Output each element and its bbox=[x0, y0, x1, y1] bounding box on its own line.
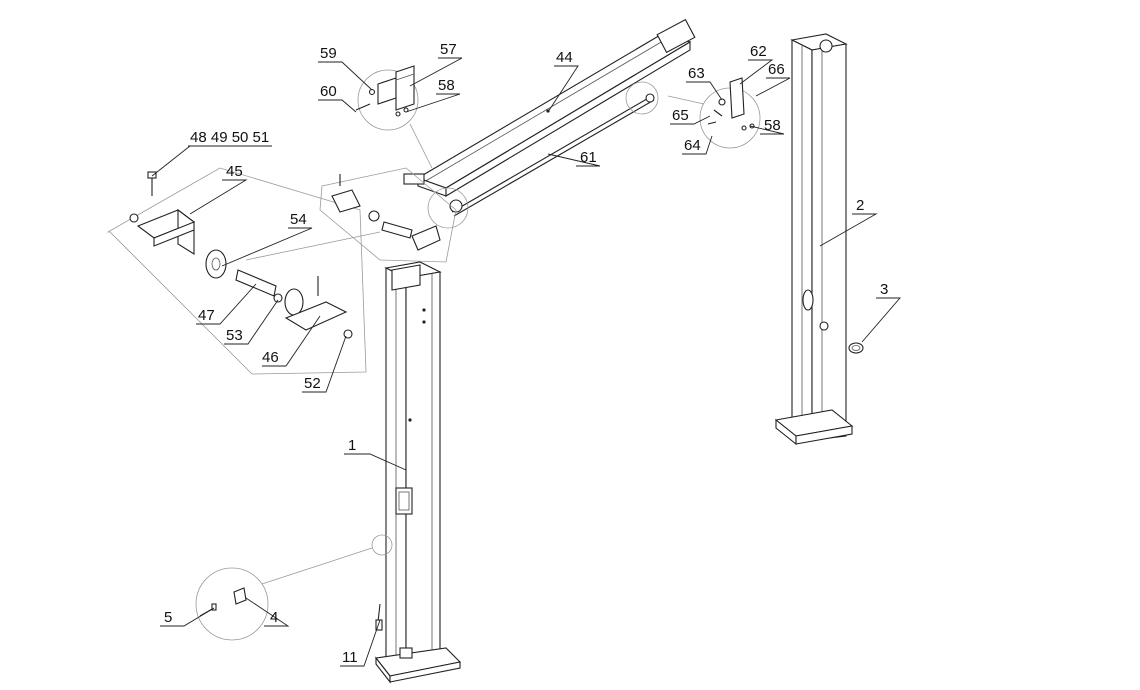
callout-65: 65 bbox=[672, 107, 689, 124]
right-post bbox=[774, 33, 854, 446]
callout-3: 3 bbox=[880, 281, 888, 298]
overhead-beam bbox=[403, 18, 696, 197]
callout-2: 2 bbox=[856, 197, 864, 214]
detail-bubbles bbox=[195, 69, 761, 641]
part-3-ring bbox=[848, 342, 864, 354]
callout-60: 60 bbox=[320, 83, 337, 100]
callout-48-51: 48 49 50 51 bbox=[190, 129, 269, 146]
callout-62: 62 bbox=[750, 43, 767, 60]
callout-leaders bbox=[151, 57, 901, 667]
callout-labels: 1 2 3 4 5 11 44 45 46 47 48 49 50 51 52 … bbox=[164, 41, 888, 666]
callout-4: 4 bbox=[270, 609, 278, 626]
callout-61: 61 bbox=[580, 149, 597, 166]
bracket-detail-57-60 bbox=[355, 65, 415, 117]
callout-47: 47 bbox=[198, 307, 215, 324]
part-11-fitting bbox=[375, 603, 383, 631]
callout-58-right: 58 bbox=[764, 117, 781, 134]
callout-58-left: 58 bbox=[438, 77, 455, 94]
callout-66: 66 bbox=[768, 61, 785, 78]
left-post bbox=[374, 261, 462, 684]
callout-46: 46 bbox=[262, 349, 279, 366]
bracket-detail-62-66 bbox=[707, 77, 755, 131]
callout-59: 59 bbox=[320, 45, 337, 62]
connecting-rod bbox=[449, 93, 655, 217]
callout-63: 63 bbox=[688, 65, 705, 82]
callout-64: 64 bbox=[684, 137, 701, 154]
callout-52: 52 bbox=[304, 375, 321, 392]
callout-54: 54 bbox=[290, 211, 307, 228]
callout-45: 45 bbox=[226, 163, 243, 180]
callout-53: 53 bbox=[226, 327, 243, 344]
callout-44: 44 bbox=[556, 49, 573, 66]
callout-11: 11 bbox=[342, 649, 358, 666]
callout-1: 1 bbox=[348, 437, 356, 454]
pulley-assembly-group bbox=[106, 167, 457, 375]
callout-57: 57 bbox=[440, 41, 457, 58]
callout-5: 5 bbox=[164, 609, 172, 626]
